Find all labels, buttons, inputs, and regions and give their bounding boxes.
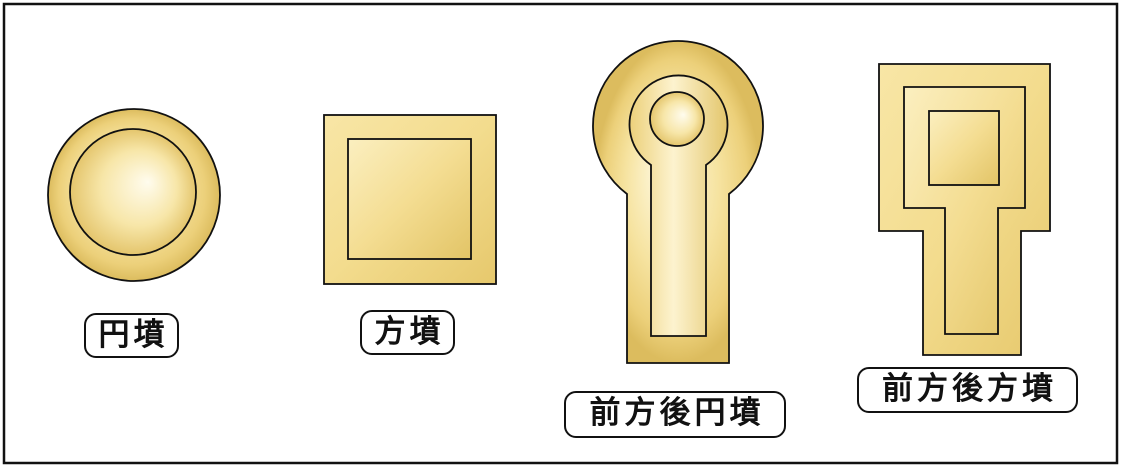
enpun-inner-mound (69, 128, 197, 256)
label-zenpo-koen: 前方後円墳 (564, 391, 786, 438)
zenpo-koen-illustration (592, 40, 764, 364)
zenpo-koho-top-mound (928, 110, 1000, 186)
label-enpun: 円墳 (84, 313, 179, 358)
zenpo-koen-top-mound (649, 91, 705, 147)
label-hofun: 方墳 (360, 310, 455, 355)
zenpo-koho-illustration (878, 63, 1051, 356)
enpun-illustration (47, 108, 221, 282)
label-zenpo-koho: 前方後方墳 (857, 367, 1078, 413)
zenpo-koen-inner (628, 74, 729, 337)
hofun-inner-mound (347, 138, 472, 260)
hofun-illustration (323, 114, 497, 285)
